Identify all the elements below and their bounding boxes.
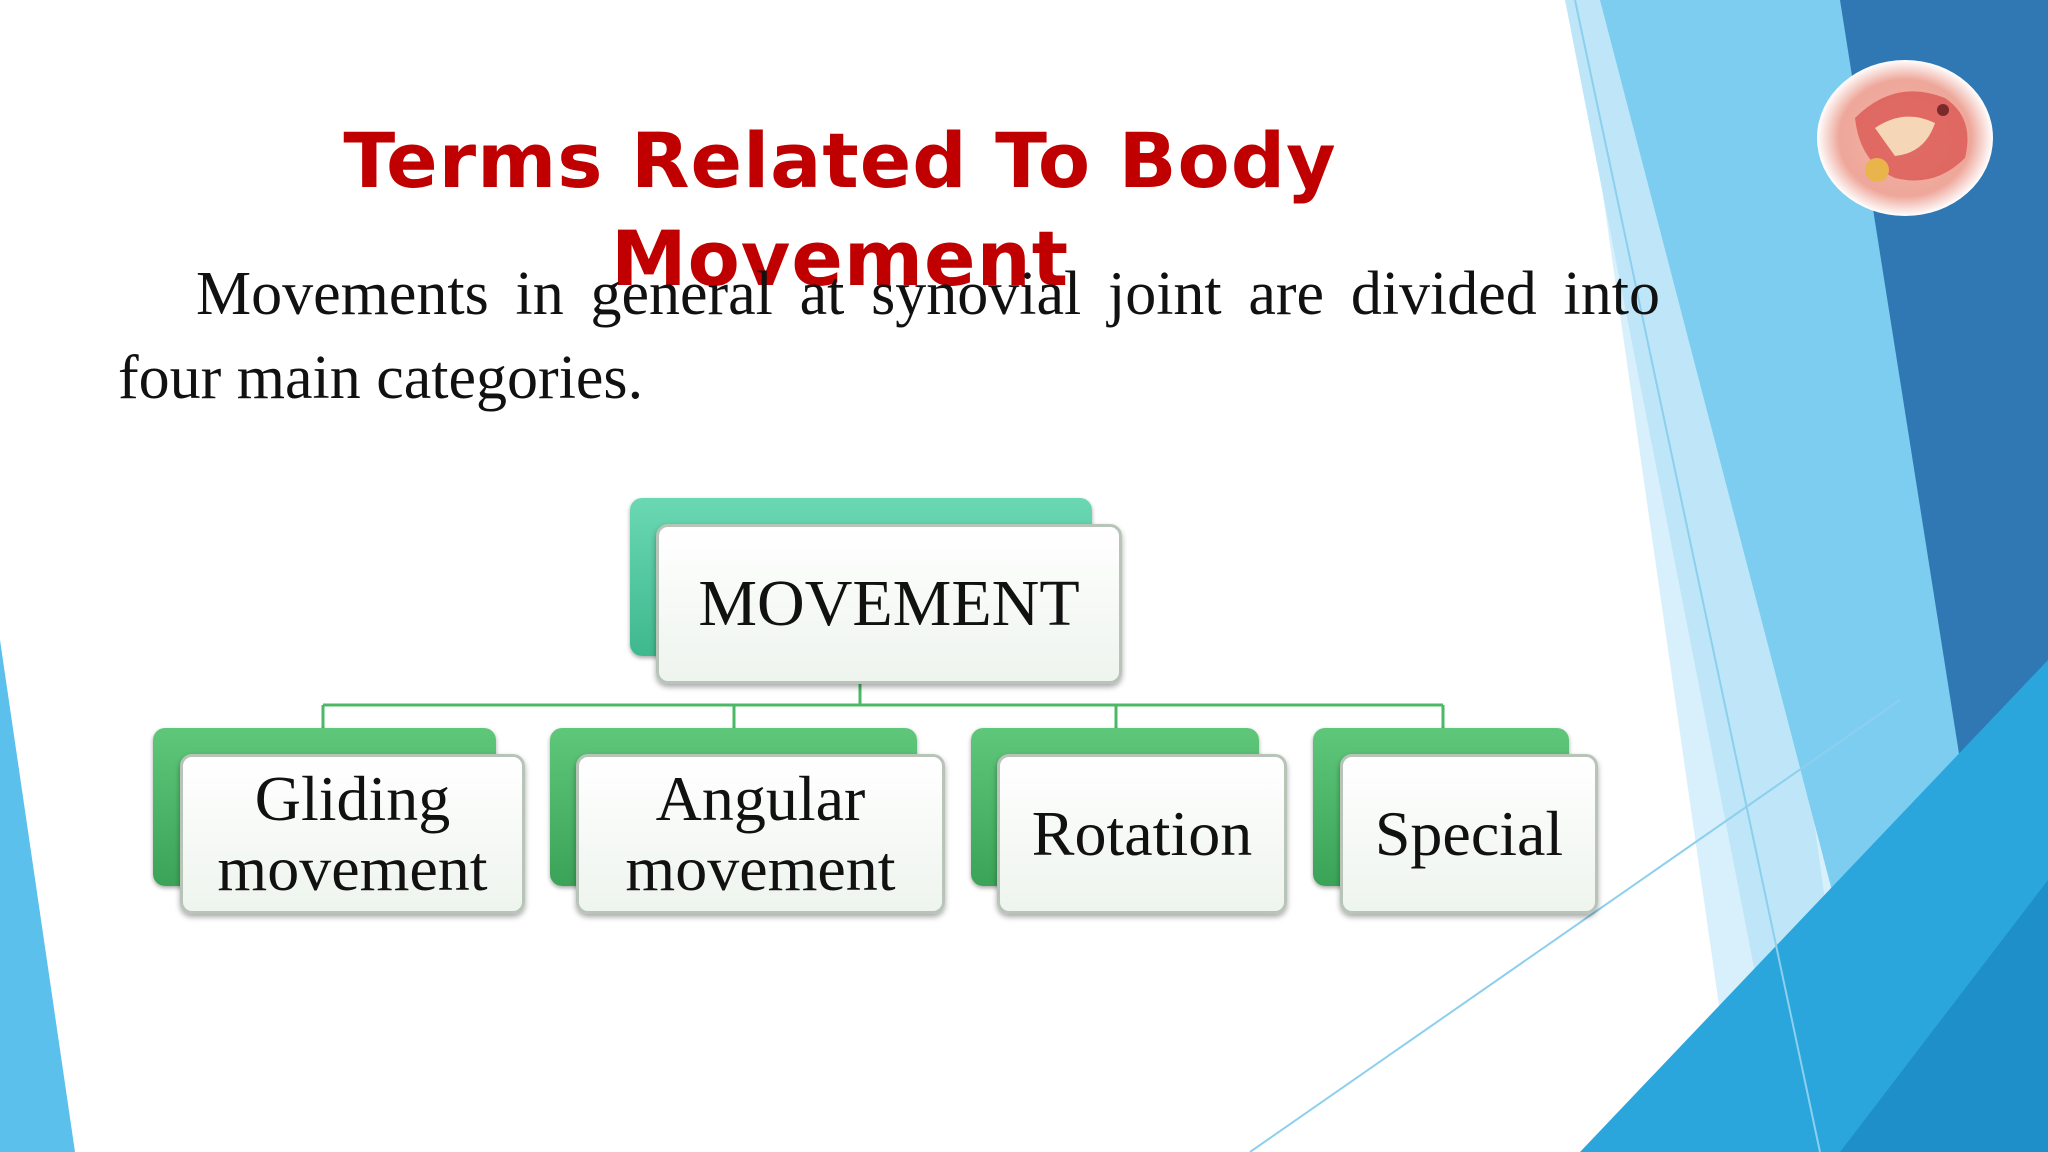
child-1-label-box: Gliding movement <box>180 754 525 914</box>
root-node-label-box: MOVEMENT <box>656 524 1122 684</box>
child-2-label-box: Angular movement <box>576 754 945 914</box>
body-paragraph: Movements in general at synovial joint a… <box>118 260 1660 412</box>
child-2-label-line1: Angular <box>655 763 866 834</box>
child-1-label-line2: movement <box>217 833 488 904</box>
slide-title: Terms Related To Body Movement <box>343 116 1337 303</box>
child-3-label-line1: Rotation <box>1031 798 1253 869</box>
right-bottom-deep <box>1840 880 2048 1152</box>
child-4-label-line1: Special <box>1374 798 1564 869</box>
left-triangle-shape <box>0 640 75 1152</box>
root-node-label: MOVEMENT <box>698 567 1080 640</box>
thin-diagonal-line <box>1574 0 1821 1152</box>
anatomy-muscle-illustration-icon <box>1817 60 1993 216</box>
child-3-label-box: Rotation <box>997 754 1287 914</box>
logo <box>1815 58 1995 218</box>
child-4-label-box: Special <box>1340 754 1598 914</box>
right-bottom-triangle <box>1580 660 2048 1152</box>
child-1-label-line1: Gliding <box>254 763 451 834</box>
right-panel-pale <box>1565 0 1860 1152</box>
child-2-label-line2: movement <box>625 833 896 904</box>
thin-diagonal-line-2 <box>1249 699 1901 1152</box>
